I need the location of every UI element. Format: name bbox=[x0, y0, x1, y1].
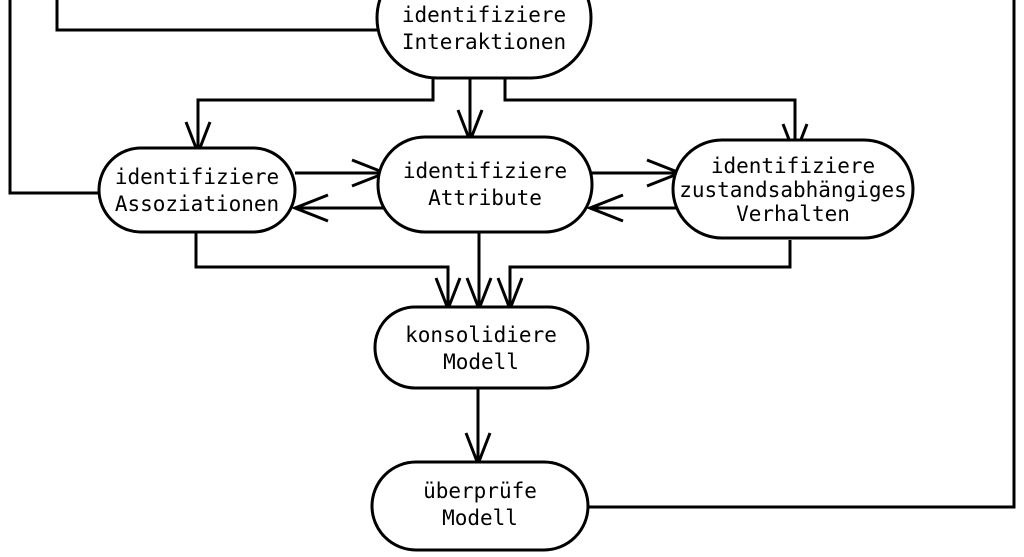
node-label-attribute-line1: identifiziere bbox=[403, 159, 567, 183]
node-label-assoziationen-line1: identifiziere bbox=[115, 165, 279, 189]
node-label-verhalten-line2: zustandsabhängiges bbox=[679, 178, 907, 202]
edge-verhalten-to-konsolidiere bbox=[496, 240, 792, 314]
edge-attribute-to-assoziationen bbox=[290, 193, 385, 223]
node-label-konsolidiere-line1: konsolidiere bbox=[405, 323, 557, 347]
node-shape-verhalten bbox=[671, 138, 915, 240]
node-ueberpruefe-modell[interactable]: überprüfe Modell bbox=[370, 460, 590, 552]
edge-assoziationen-to-konsolidiere bbox=[194, 232, 462, 314]
node-label-ueberpruefe-line1: überprüfe bbox=[423, 479, 537, 503]
node-konsolidiere-modell[interactable]: konsolidiere Modell bbox=[373, 305, 590, 390]
node-label-attribute-line2: Attribute bbox=[428, 186, 542, 210]
node-identifiziere-zustandsabhaengiges-verhalten[interactable]: identifiziere zustandsabhängiges Verhalt… bbox=[671, 138, 915, 240]
node-label-verhalten-line3: Verhalten bbox=[736, 202, 850, 226]
edge-interaktionen-to-attribute bbox=[456, 78, 484, 146]
node-shape-assoziationen bbox=[97, 146, 297, 234]
node-label-assoziationen-line2: Assoziationen bbox=[115, 192, 279, 216]
edge-attribute-to-verhalten bbox=[590, 158, 685, 188]
edge-assoziationen-feedback-left bbox=[8, 0, 99, 195]
edge-konsolidiere-to-ueberpruefe bbox=[464, 388, 492, 469]
edge-ueberpruefe-feedback-right bbox=[588, 0, 1016, 509]
node-shape-ueberpruefe bbox=[370, 460, 590, 552]
node-label-verhalten-line1: identifiziere bbox=[711, 154, 875, 178]
edge-verhalten-to-attribute bbox=[585, 193, 680, 223]
node-label-interaktionen-line1: identifiziere bbox=[402, 3, 566, 27]
edge-interaktionen-to-assoziationen bbox=[184, 78, 435, 158]
node-shape-attribute bbox=[376, 135, 594, 234]
node-label-interaktionen-line2: Interaktionen bbox=[402, 30, 566, 54]
node-identifiziere-interaktionen[interactable]: identifiziere Interaktionen bbox=[375, 0, 593, 80]
node-identifiziere-attribute[interactable]: identifiziere Attribute bbox=[376, 135, 594, 234]
node-shape-interaktionen bbox=[375, 0, 593, 80]
node-shape-konsolidiere bbox=[373, 305, 590, 390]
edge-assoziationen-to-attribute bbox=[295, 158, 390, 188]
edge-attribute-to-konsolidiere bbox=[465, 232, 493, 314]
node-identifiziere-assoziationen[interactable]: identifiziere Assoziationen bbox=[97, 146, 297, 234]
edge-interaktionen-feedback-left bbox=[55, 0, 377, 32]
node-label-ueberpruefe-line2: Modell bbox=[442, 506, 518, 530]
node-label-konsolidiere-line2: Modell bbox=[443, 350, 519, 374]
